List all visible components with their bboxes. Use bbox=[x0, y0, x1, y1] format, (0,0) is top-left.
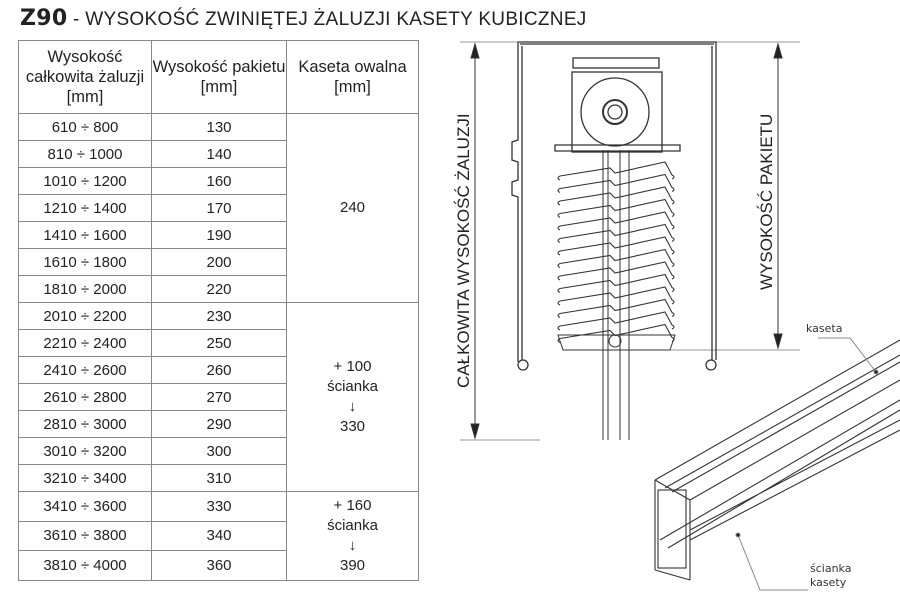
slat bbox=[557, 273, 675, 293]
model-code: Z90 bbox=[20, 6, 68, 31]
leader-lines bbox=[735, 337, 879, 591]
slat bbox=[557, 323, 675, 343]
cassette-size-line: ↓ bbox=[348, 398, 357, 415]
package-height-label: WYSOKOŚĆ PAKIETU bbox=[757, 114, 776, 290]
package-height-cell: 260 bbox=[151, 356, 287, 384]
slat bbox=[557, 223, 675, 243]
cassette-size-cell: 240 bbox=[286, 113, 419, 303]
total-height-cell: 2610 ÷ 2800 bbox=[18, 383, 152, 411]
package-height-cell: 170 bbox=[151, 194, 287, 222]
total-height-cell: 3210 ÷ 3400 bbox=[18, 464, 152, 492]
package-height-cell: 360 bbox=[151, 550, 287, 581]
slat bbox=[557, 311, 675, 331]
slat bbox=[557, 236, 675, 256]
total-height-cell: 3810 ÷ 4000 bbox=[18, 550, 152, 581]
package-height-cell: 310 bbox=[151, 464, 287, 492]
package-height-cell: 130 bbox=[151, 113, 287, 141]
total-height-cell: 3610 ÷ 3800 bbox=[18, 520, 152, 552]
cassette-size-line: 390 bbox=[339, 556, 366, 574]
cassette-size-line: ↓ bbox=[348, 536, 357, 554]
cassette-3d-view bbox=[654, 339, 900, 581]
slat bbox=[557, 186, 675, 206]
slat bbox=[557, 298, 675, 318]
total-height-dimension bbox=[460, 41, 700, 441]
package-height-cell: 230 bbox=[151, 302, 287, 330]
cassette-profile bbox=[511, 41, 717, 371]
total-height-cell: 2010 ÷ 2200 bbox=[18, 302, 152, 330]
table-header: Wysokość całkowita żaluzji [mm] Wysokość… bbox=[18, 40, 419, 114]
cassette-size-line: 240 bbox=[339, 199, 366, 216]
cassette-size-cell: + 160 ścianka ↓ 390 bbox=[286, 491, 419, 581]
package-height-cell: 160 bbox=[151, 167, 287, 195]
slat bbox=[557, 173, 675, 193]
package-height-cell: 290 bbox=[151, 410, 287, 438]
header-cassette: Kaseta owalna [mm] bbox=[286, 40, 419, 114]
wall-label-line2: kasety bbox=[810, 576, 847, 589]
package-height-cell: 220 bbox=[151, 275, 287, 303]
cassette-size-cell: + 100 ścianka ↓ 330 bbox=[286, 302, 419, 492]
page-title: Z90 - WYSOKOŚĆ ZWINIĘTEJ ŻALUZJI KASETY … bbox=[20, 6, 587, 31]
package-height-dimension bbox=[670, 41, 800, 351]
wall-label-line1: ścianka bbox=[810, 562, 851, 575]
bottom-rail bbox=[557, 150, 676, 440]
cassette-size-line: 330 bbox=[339, 418, 366, 435]
slat bbox=[557, 248, 675, 268]
package-height-cell: 140 bbox=[151, 140, 287, 168]
header-package-height: Wysokość pakietu [mm] bbox=[151, 40, 287, 114]
cassette-label: kaseta bbox=[806, 322, 842, 335]
cassette-size-line: ścianka bbox=[327, 378, 378, 395]
package-height-cell: 340 bbox=[151, 520, 287, 552]
slat bbox=[557, 286, 675, 306]
package-height-cell: 270 bbox=[151, 383, 287, 411]
slat bbox=[557, 198, 675, 218]
height-table: Wysokość całkowita żaluzji [mm] Wysokość… bbox=[18, 40, 419, 581]
package-height-cell: 190 bbox=[151, 221, 287, 249]
total-height-cell: 810 ÷ 1000 bbox=[18, 140, 152, 168]
slat-stack bbox=[557, 161, 675, 343]
slat bbox=[557, 161, 675, 181]
cassette-size-line: ścianka bbox=[327, 516, 378, 534]
cassette-size-line: + 100 bbox=[333, 358, 372, 375]
slat bbox=[557, 211, 675, 231]
total-height-label: CAŁKOWITA WYSOKOŚĆ ŻALUZJI bbox=[454, 113, 473, 388]
title-text: - WYSOKOŚĆ ZWINIĘTEJ ŻALUZJI KASETY KUBI… bbox=[67, 9, 587, 30]
cassette-size-line: + 160 bbox=[333, 496, 372, 514]
slat bbox=[557, 261, 675, 281]
